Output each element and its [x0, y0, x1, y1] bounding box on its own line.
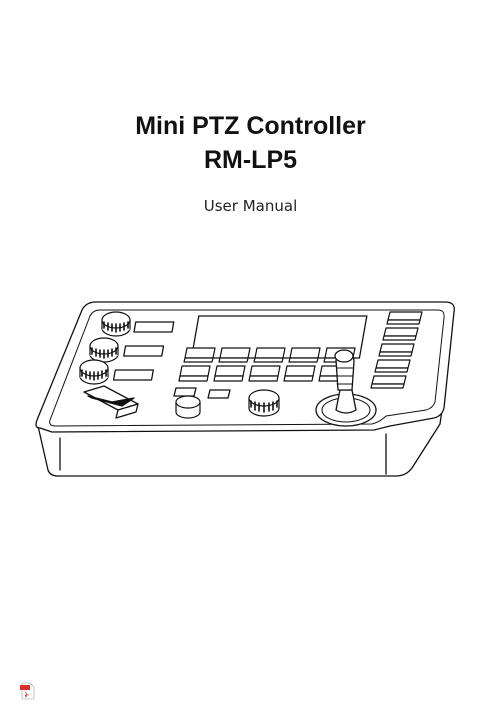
knob-3 [79, 359, 109, 385]
knob-1 [101, 311, 131, 337]
ptz-controller-illustration [35, 301, 455, 477]
document-subtitle: User Manual [203, 197, 298, 215]
button-row-2 [178, 365, 351, 382]
pdf-file-icon [20, 682, 35, 700]
document-model: RM-LP5 [203, 146, 298, 174]
label-slot-2 [123, 345, 165, 357]
zoom-rocker [83, 385, 139, 419]
joystick [315, 349, 377, 427]
small-knob [175, 395, 201, 419]
knob-2 [89, 337, 119, 363]
label-slot-3 [112, 369, 154, 381]
small-button-2 [207, 389, 231, 399]
button-row-1 [183, 347, 356, 363]
button-column-right [370, 311, 423, 389]
big-knob [248, 389, 280, 417]
small-button-1 [173, 387, 197, 397]
document-title: Mini PTZ Controller [135, 112, 366, 140]
label-slot-1 [133, 321, 175, 333]
